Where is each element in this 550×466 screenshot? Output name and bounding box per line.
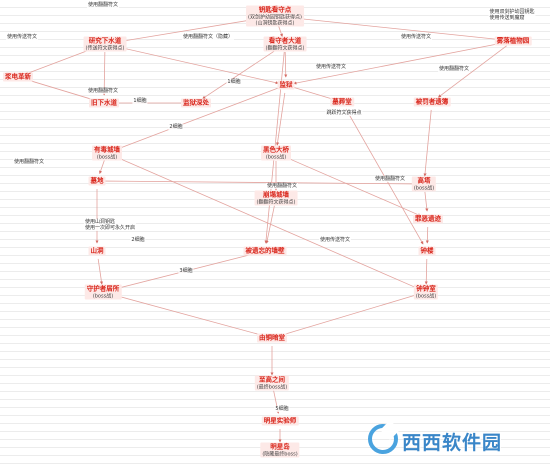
edge-n16-n20 bbox=[97, 258, 104, 285]
node-bronze-hall: 由铜暗堂 bbox=[257, 333, 287, 343]
edge-label: 1细胞 bbox=[226, 79, 242, 85]
edge-n3-n8 bbox=[202, 48, 279, 99]
edge-label: 使用翻翻符文 bbox=[265, 183, 299, 189]
node-graveyard: 墓地 bbox=[88, 176, 106, 186]
edge-label: 使用传送符文 bbox=[318, 237, 352, 243]
node-forgotten-wall: 被遗忘的墙壁 bbox=[243, 246, 287, 256]
logo-c-icon bbox=[368, 424, 398, 454]
node-clock-tower: 钟楼 bbox=[418, 246, 436, 256]
node-toxic-wall: 有毒城墙(boss战) bbox=[92, 145, 122, 161]
edge-label: 使用传送符文 bbox=[399, 34, 433, 40]
node-guard-avenue: 看守者大道(翻翻符文获得点) bbox=[263, 36, 307, 52]
node-prison-depths: 监狱深处 bbox=[181, 98, 211, 108]
node-botanical-garden: 雾落植物园 bbox=[494, 36, 532, 46]
edge-n15-n17 bbox=[424, 191, 429, 212]
edge-n20-n22 bbox=[110, 293, 265, 337]
edge-n18-n21 bbox=[424, 258, 428, 285]
node-cave: 山洞 bbox=[88, 246, 106, 256]
node-guardian-haven: 守护者居所(boss战) bbox=[84, 284, 122, 300]
edge-label: 2细胞 bbox=[130, 237, 146, 243]
edge-label: 1细胞 bbox=[132, 98, 148, 104]
node-throne-room: 至高之间(最终boss战) bbox=[254, 375, 290, 391]
node-research-sewer: 研究下水道(传送符文获得点) bbox=[83, 36, 127, 52]
edge-label: 使用翻翻符文 bbox=[437, 66, 471, 72]
edge-n7-n10 bbox=[275, 92, 286, 146]
node-ossuary: 墓葬堂 bbox=[330, 97, 354, 107]
watermark-logo: 西西软件园 bbox=[368, 424, 536, 458]
edge-label: 使用山洞钥匙 使用一次即可永久开启 bbox=[83, 219, 137, 231]
node-tower: 高塔(boss战) bbox=[411, 176, 437, 192]
node-collapsed-wall: 崩塌城墙(翻翻符文获得点) bbox=[254, 190, 298, 206]
node-observatory: 明星岛(隐藏最终boss) bbox=[260, 442, 300, 458]
edge-n10-n17 bbox=[283, 155, 422, 217]
edge-n21-n22 bbox=[279, 293, 419, 337]
edge-label: 使用翻翻符文 bbox=[86, 2, 120, 8]
node-prison: 监狱 bbox=[277, 80, 295, 90]
edge-label: 5细胞 bbox=[274, 406, 290, 412]
edge-label: 使用翻翻符文 bbox=[12, 159, 46, 165]
edge-n9-n13 bbox=[99, 160, 105, 174]
edge-n7-n11 bbox=[293, 86, 335, 101]
edge-label: 2细胞 bbox=[168, 124, 184, 130]
edge-n1-n2 bbox=[112, 16, 268, 44]
edge-label: 使用传送符文 bbox=[5, 34, 39, 40]
node-punished-record: 被罚者遗簿 bbox=[413, 97, 451, 107]
edge-n2-n7 bbox=[112, 45, 279, 85]
edge-n4-n7 bbox=[293, 42, 506, 85]
node-lab: 浆电革新 bbox=[3, 72, 33, 82]
edge-n13-n15 bbox=[104, 180, 417, 186]
edge-label: 使用传送符文 bbox=[314, 64, 348, 70]
node-key-guard-point: 钥匙看守点(双剑护幼园钥匙获得点) (山洞钥匙获得点) bbox=[246, 5, 304, 27]
edge-n12-n15 bbox=[423, 109, 432, 177]
edge-label: 跳跃符文获得点 bbox=[325, 110, 363, 116]
node-old-sewer: 旧下水道 bbox=[89, 98, 119, 108]
node-clock-room: 钟钟室(boss战) bbox=[413, 284, 439, 300]
edge-n2-n6 bbox=[102, 51, 106, 96]
edge-n4-n12 bbox=[437, 45, 507, 98]
node-astronomer: 明星实验师 bbox=[261, 416, 299, 426]
edge-n5-n6 bbox=[25, 78, 97, 102]
watermark-text: 西西软件园 bbox=[402, 432, 503, 454]
edge-n1-n4 bbox=[282, 16, 506, 42]
edge-n3-n7 bbox=[284, 51, 288, 78]
edge-label: 3细胞 bbox=[178, 268, 194, 274]
edge-label: 使用翻翻符文 bbox=[86, 88, 120, 94]
edge-n17-n18 bbox=[425, 226, 429, 244]
edge-label: 使用双剑护幼园钥匙 使用传送到魔窟 bbox=[488, 9, 536, 21]
node-sin-ruins: 罪恶遗迹 bbox=[413, 214, 443, 224]
node-black-bridge: 黑色大桥(boss战) bbox=[261, 145, 291, 161]
edge-n9-n21 bbox=[114, 155, 420, 290]
edge-label: 使用翻翻符文（隐藏） bbox=[181, 34, 235, 40]
edge-n7-n9 bbox=[113, 87, 279, 151]
edge-label: 使用翻翻符文 bbox=[373, 176, 407, 182]
